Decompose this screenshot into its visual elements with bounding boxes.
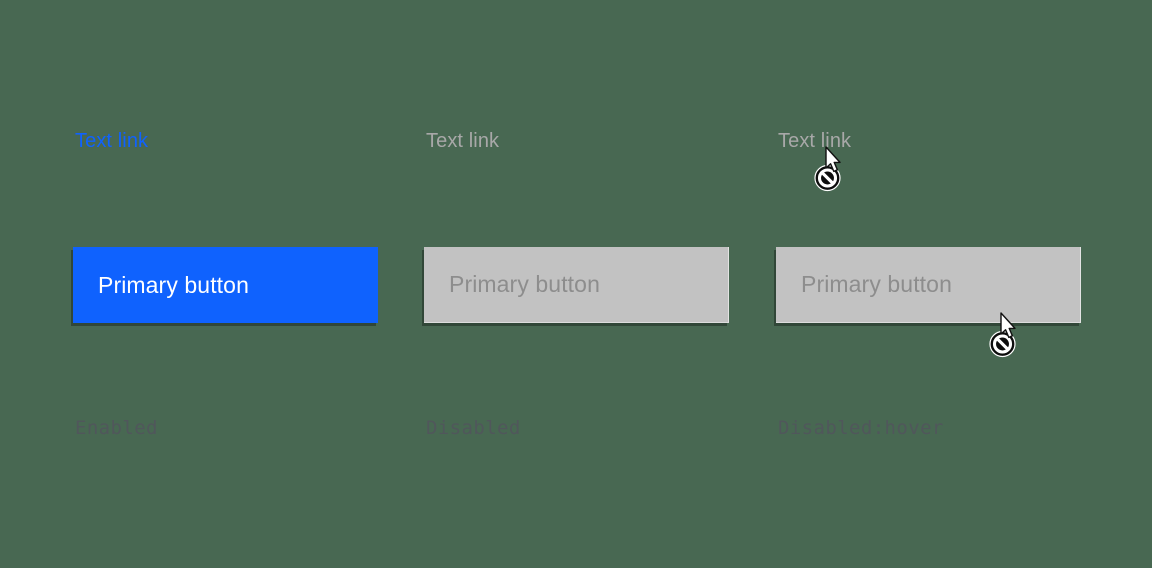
text-link[interactable]: Text link (75, 130, 149, 152)
state-label: Disabled:hover (778, 417, 944, 439)
primary-button[interactable]: Primary button (776, 247, 1081, 323)
primary-button[interactable]: Primary button (73, 247, 378, 323)
text-link[interactable]: Text link (778, 130, 852, 152)
state-label: Disabled (426, 417, 521, 439)
state-column-enabled: Text link Primary button Enabled (73, 0, 379, 568)
state-column-disabled: Text link Primary button Disabled (424, 0, 730, 568)
state-label: Enabled (75, 417, 158, 439)
text-link[interactable]: Text link (426, 130, 500, 152)
primary-button[interactable]: Primary button (424, 247, 729, 323)
state-column-disabled-hover: Text link Primary button Disabled:hover (776, 0, 1082, 568)
